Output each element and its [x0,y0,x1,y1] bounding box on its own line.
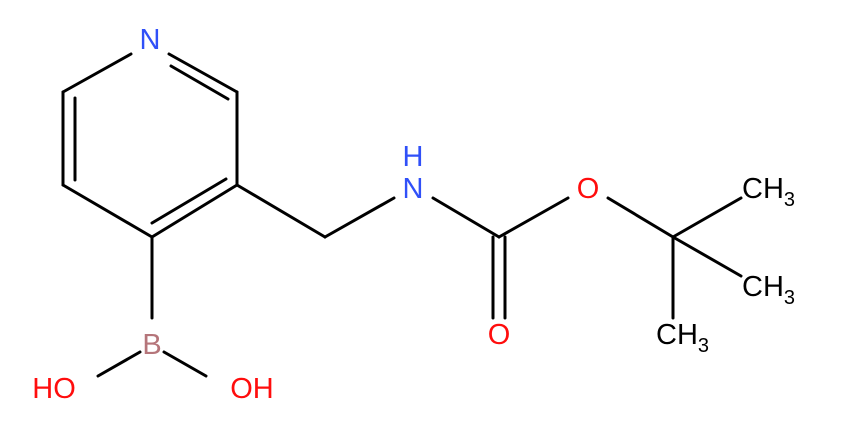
atom-h-on-n: H [403,141,424,173]
atom-b: B [142,329,161,361]
atom-labels: N H N O O B HO OH CH3 CH3 CH3 [32,24,795,405]
bond-n-c-carbonyl [431,196,501,239]
atom-ch3-top: CH3 [742,173,795,211]
bond-ring-c6-n [61,52,133,94]
bond-ring-n-c2-inner [169,64,230,101]
bonds [61,52,743,378]
bond-ring-c3-c4 [150,183,239,239]
atom-o-carbonyl: O [488,319,511,351]
bond-ring-n-c2 [167,52,239,94]
bond-tert-ch3-mid [671,235,743,278]
bond-c-o-ester [497,196,570,239]
atom-oh-right: OH [230,373,274,405]
atom-ch3-bottom: CH3 [656,319,709,357]
bond-ch2-n [323,196,396,239]
bond-c3-ch2 [235,183,327,239]
bond-o-c-tert [606,196,675,239]
atom-ch3-mid: CH3 [742,271,795,309]
bond-tert-ch3-top [671,196,743,239]
atom-n-amide: N [403,173,424,205]
atom-o-ester: O [577,173,600,205]
bond-b-o-left [96,350,142,378]
bond-ring-c4-c5 [61,183,154,239]
atom-oh-left: HO [32,373,76,405]
atom-n-ring: N [140,24,161,56]
bond-ring-c3-c4-inner [150,177,228,225]
bond-b-o-right [162,350,208,378]
